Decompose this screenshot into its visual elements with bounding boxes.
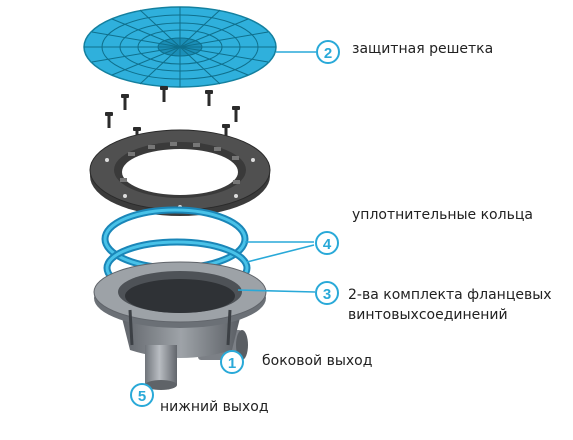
flange-ring-icon: [89, 129, 271, 216]
callout-number-2: 2: [324, 45, 332, 62]
callout-number-1: 1: [228, 355, 236, 372]
callout-badge-5: 5: [130, 383, 154, 407]
callout-label-flange-line2: винтовыхсоединений: [348, 307, 508, 323]
screw-set-icon: [105, 86, 240, 143]
callout-label-side-outlet: боковой выход: [262, 353, 373, 369]
drain-body-icon: [93, 261, 267, 390]
leader-lines: [237, 51, 316, 293]
callout-label-bottom-outlet: нижний выход: [160, 399, 269, 415]
callout-number-4: 4: [323, 236, 332, 253]
protective-grate-icon: [83, 6, 277, 88]
leader-line-4b: [246, 244, 315, 263]
callout-number-5: 5: [138, 388, 146, 405]
callout-badge-1: 1: [220, 350, 244, 374]
leader-line-3: [237, 289, 316, 293]
callout-number-3: 3: [323, 286, 331, 303]
callout-badge-3: 3: [315, 281, 339, 305]
callout-label-seal-rings: уплотнительные кольца: [352, 207, 533, 223]
callout-label-grate: защитная решетка: [352, 41, 494, 57]
callout-badge-4: 4: [315, 231, 339, 255]
callout-label-flange-line1: 2-ва комплекта фланцевых: [348, 287, 552, 303]
callout-badge-2: 2: [316, 40, 340, 64]
